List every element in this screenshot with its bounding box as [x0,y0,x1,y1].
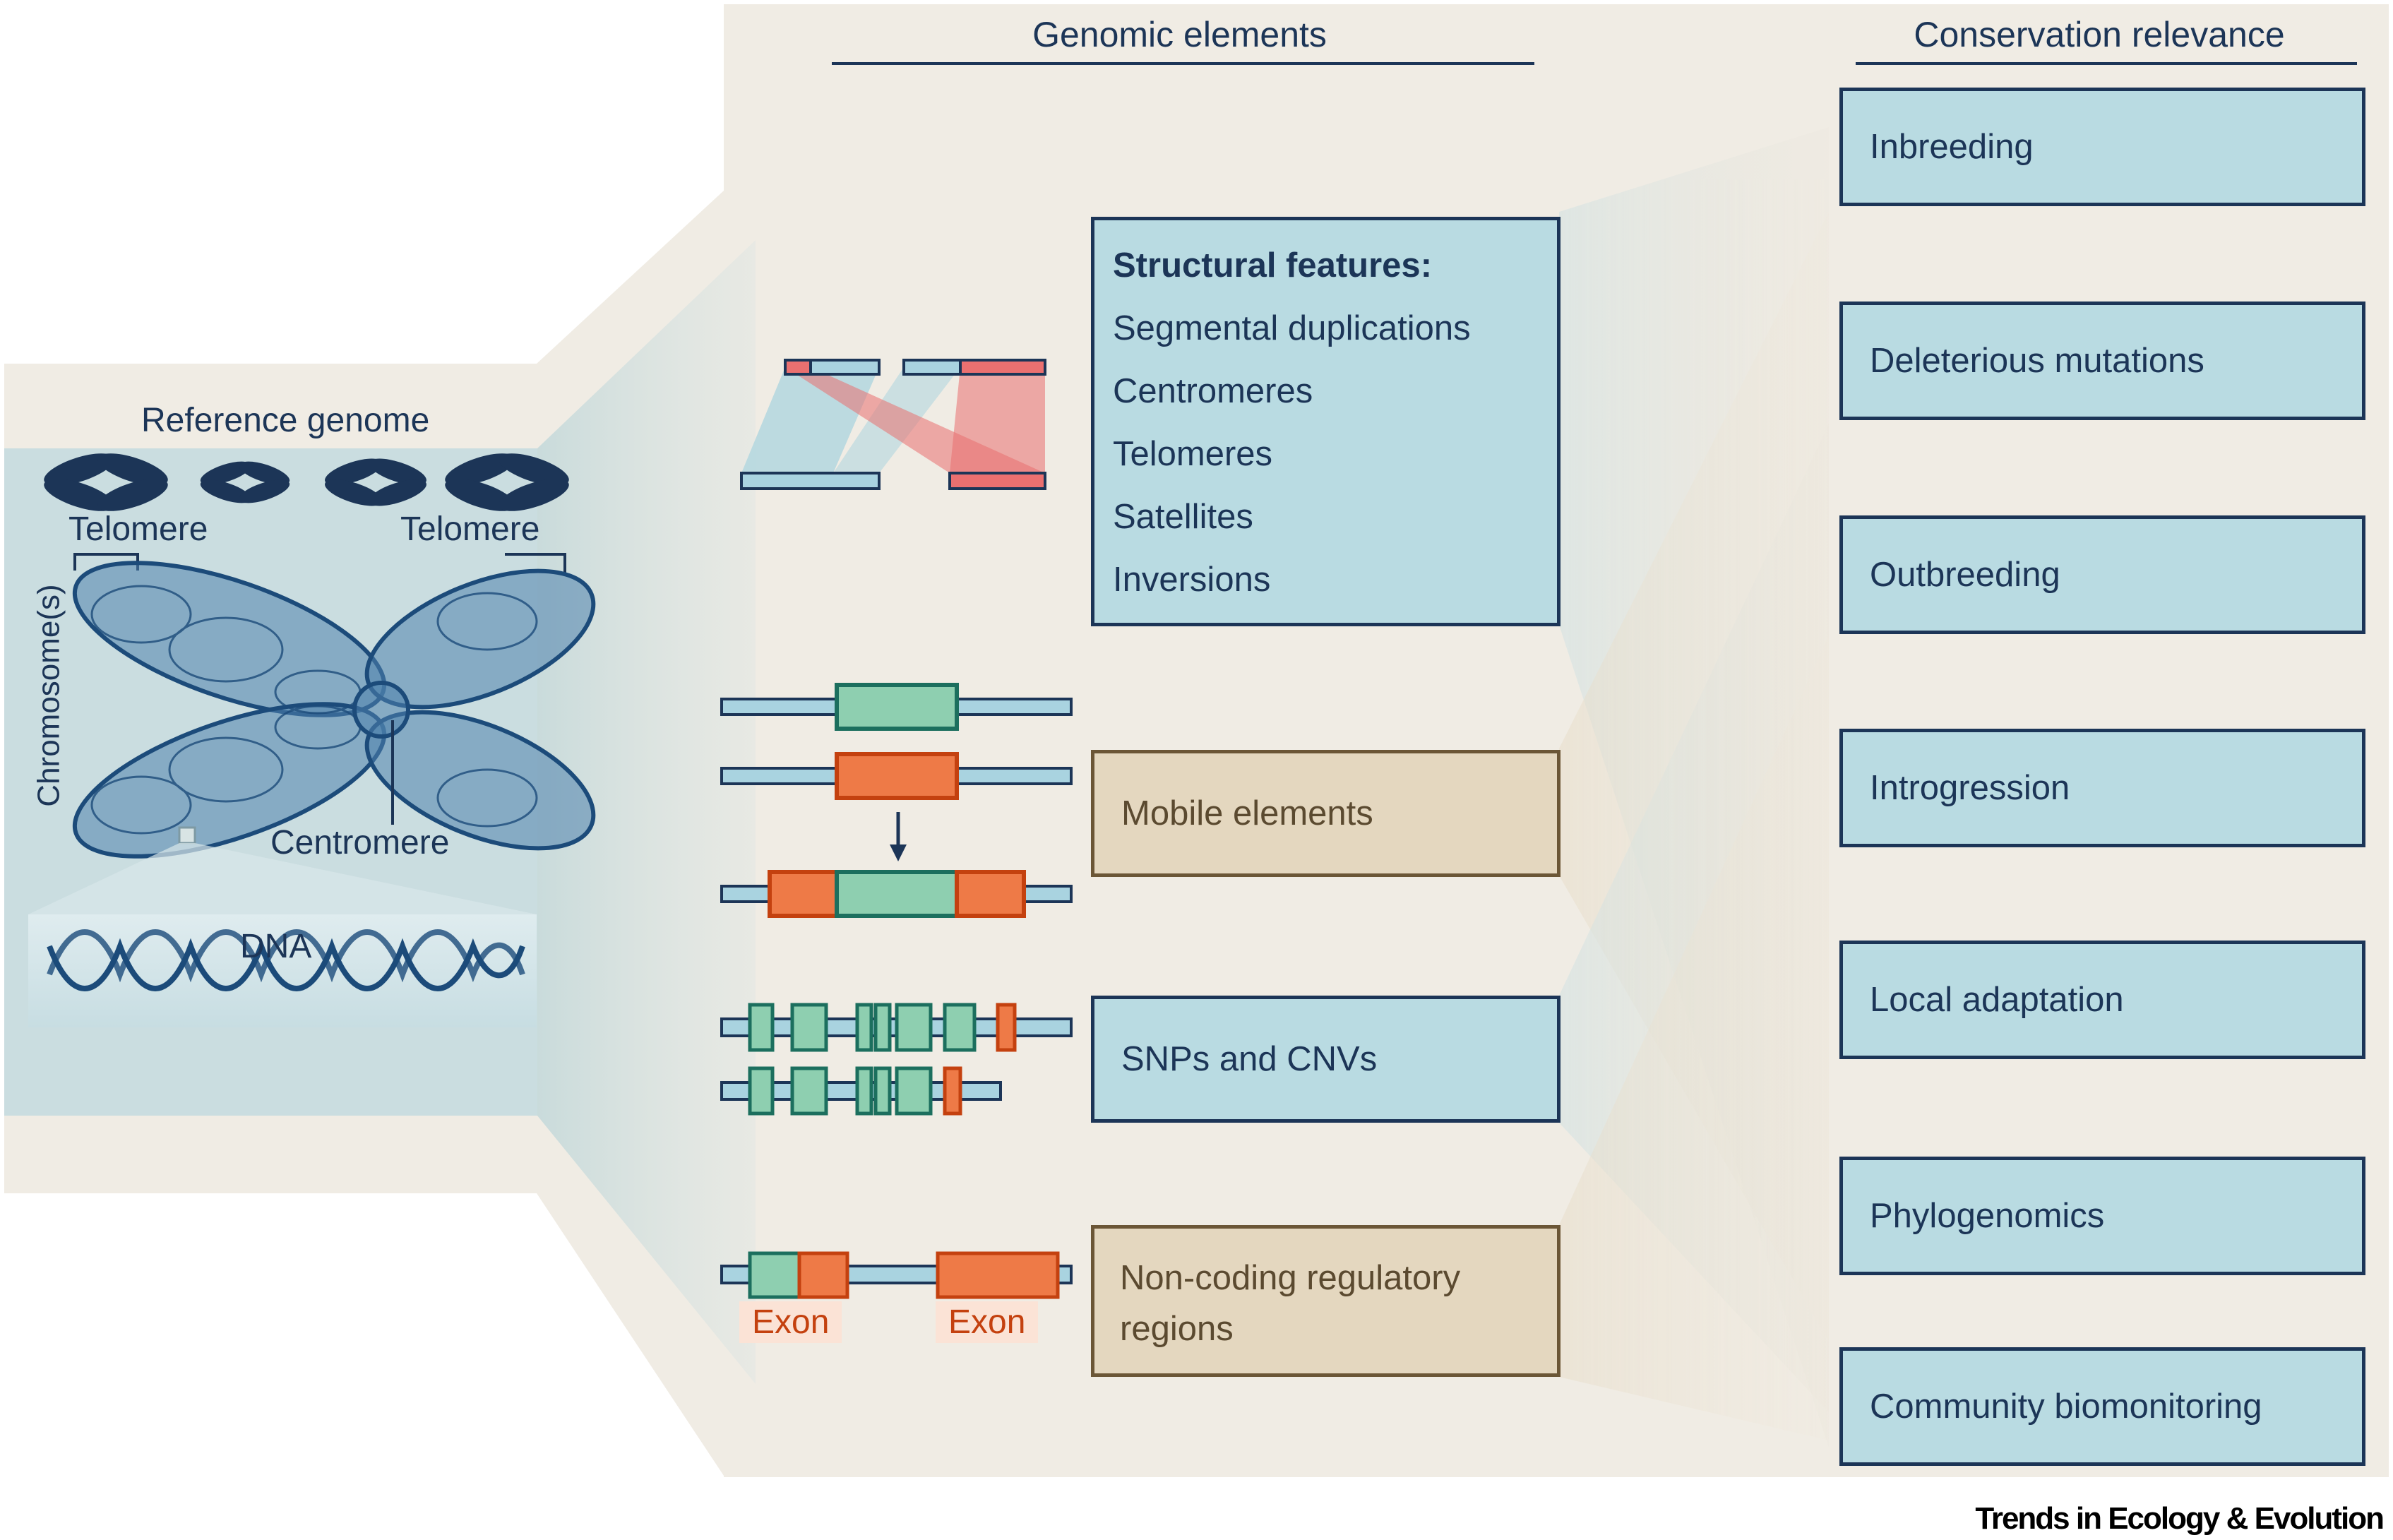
mobile-elements-label: Mobile elements [1121,794,1373,832]
noncoding-box: Non-coding regulatory regions [1091,1225,1560,1377]
noncoding-label-line: regions [1120,1310,1234,1348]
telomere-label-left: Telomere [68,511,208,548]
nc-orange-1 [797,1251,849,1299]
structural-item: Satellites [1113,498,1253,536]
conservation-relevance-header: Conservation relevance [1914,15,2285,54]
zoom-marker [178,826,196,844]
structural-features-box: Structural features: Segmental duplicati… [1091,217,1560,626]
mobile-green-mid [835,870,959,918]
segdup-illustration [740,359,1046,490]
chromosome-icon [200,461,290,503]
mobile-orange-block [835,752,959,800]
dna-helix-icon [47,929,525,991]
chromosome-icon [44,453,168,511]
snp-orange-2 [943,1066,962,1116]
snps-cnvs-box: SNPs and CNVs [1091,996,1560,1123]
conservation-item-introgression: Introgression [1839,729,2365,847]
conservation-item-local-adaptation: Local adaptation [1839,941,2365,1059]
x-chromosome-texture [90,585,538,835]
segdup-red-bottom-right [948,472,1046,490]
mobile-elements-box: Mobile elements [1091,750,1560,877]
fan-noncoding [1559,635,1829,1440]
mobile-orange-right [955,870,1026,918]
reference-genome-title: Reference genome [141,402,430,439]
x-chromosome [72,561,596,859]
dna-panel [28,914,537,1027]
snp-blocks-row-1 [748,1003,977,1052]
exon-label: Exon [739,1301,842,1343]
snp-orange-1 [996,1003,1017,1052]
mobile-green-block [835,683,959,731]
mobile-element-illustration [720,683,1073,918]
snps-cnvs-label: SNPs and CNVs [1121,1039,1378,1078]
conservation-item-inbreeding: Inbreeding [1839,88,2365,206]
conservation-relevance-underline [1856,62,2357,65]
noncoding-label-line: Non-coding regulatory [1120,1259,1461,1297]
structural-features-heading: Structural features: [1113,246,1433,285]
mobile-orange-left [768,870,839,918]
nc-orange-2 [936,1251,1060,1299]
journal-footer: Trends in Ecology & Evolution [1975,1501,2385,1536]
snp-cnv-illustration [720,1003,1073,1116]
conservation-item-phylogenomics: Phylogenomics [1839,1157,2365,1275]
telomere-bracket-right [505,553,566,573]
arrow-down-icon [890,812,907,861]
noncoding-illustration [720,1251,1073,1299]
chromosome-icon [325,458,426,506]
structural-item: Centromeres [1113,372,1313,410]
zoom-fan-left [537,240,756,1384]
snp-blocks-row-2 [748,1066,933,1116]
conservation-item-community-biomonitoring: Community biomonitoring [1839,1347,2365,1466]
exon-label: Exon [936,1301,1039,1343]
structural-item: Telomeres [1113,435,1273,473]
conservation-item-outbreeding: Outbreeding [1839,515,2365,634]
chromosome-axis-label: Chromosome(s) [31,584,66,807]
dna-zoom-fan [28,843,537,914]
segdup-bar-bottom-left [740,472,881,490]
nc-green [748,1251,801,1299]
genomic-elements-underline [832,62,1534,65]
genomic-elements-header: Genomic elements [1032,15,1327,54]
segdup-link-red2 [950,367,1045,473]
structural-item: Segmental duplications [1113,309,1471,347]
connector-fans [1559,127,1829,1448]
segdup-red-top-right [959,359,1046,376]
chromosome-icons-row [44,453,569,511]
centromere-label: Centromere [270,824,450,861]
segdup-red-top-left [784,359,812,376]
dna-label: DNA [240,928,312,965]
telomere-label-right: Telomere [400,511,540,548]
structural-item: Inversions [1113,561,1271,599]
conservation-item-deleterious-mutations: Deleterious mutations [1839,302,2365,420]
chromosome-icon [445,453,569,511]
